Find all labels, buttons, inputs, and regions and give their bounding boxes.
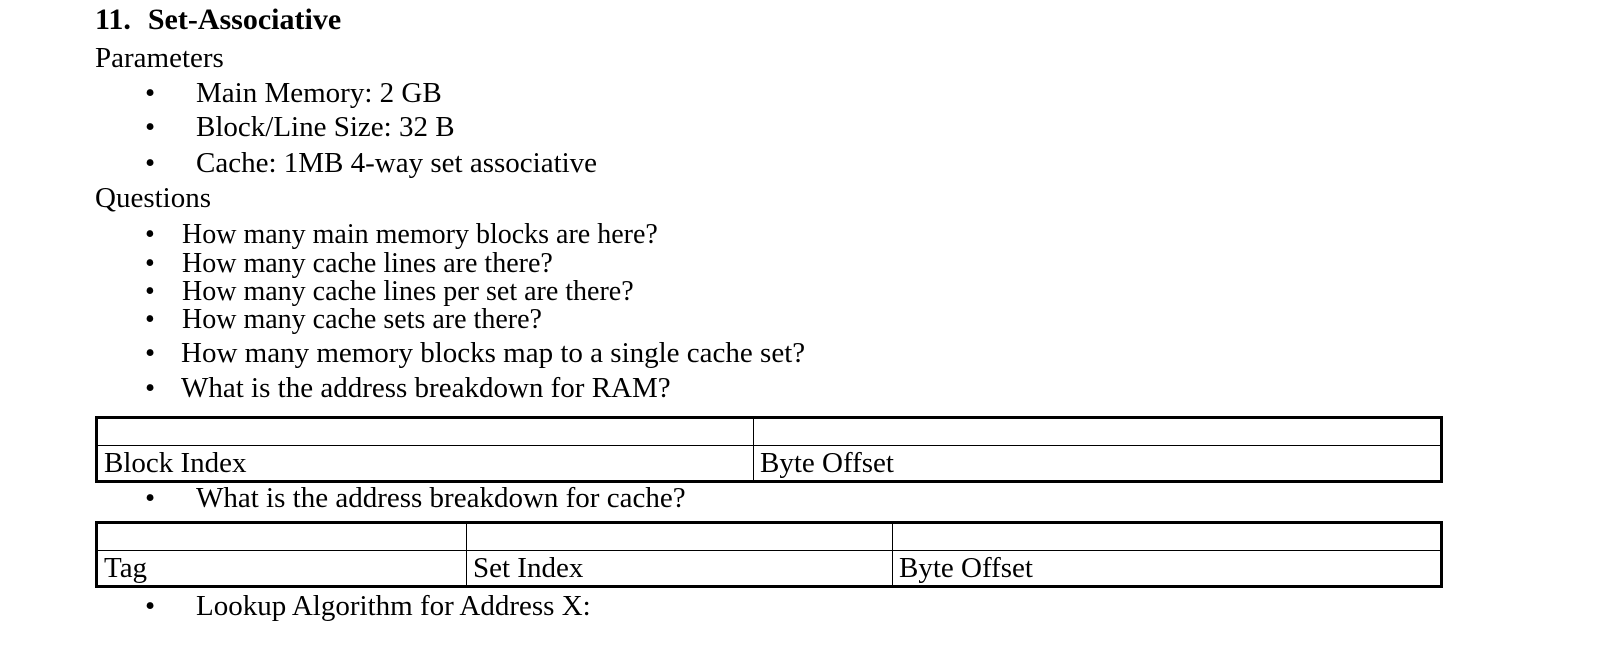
list-item-label: Block/Line Size: 32 B <box>196 111 455 143</box>
bullet-icon: • <box>145 111 156 143</box>
list-item-parameter-1: • Main Memory: 2 GB <box>145 76 442 110</box>
questions-label: Questions <box>95 182 211 214</box>
bullet-icon: • <box>145 147 156 179</box>
bullet-icon: • <box>145 77 156 109</box>
list-item-label: How many main memory blocks are here? <box>182 219 658 250</box>
section-number: 11. <box>95 3 131 36</box>
bullet-icon: • <box>145 590 156 622</box>
list-item-label: How many cache lines per set are there? <box>182 276 634 307</box>
bullet-icon: • <box>145 276 155 307</box>
cache-blank-cell-set-index[interactable] <box>466 522 893 551</box>
section-title-text: Set-Associative <box>147 3 342 36</box>
table-row: Block Index Byte Offset <box>96 445 1442 482</box>
bullet-icon: • <box>145 219 155 250</box>
list-item-label: How many cache sets are there? <box>182 304 542 335</box>
cache-blank-cell-byte-offset[interactable] <box>892 522 1442 551</box>
list-item-label: Lookup Algorithm for Address X: <box>196 590 591 622</box>
list-item-question-3: • How many cache lines per set are there… <box>145 278 634 306</box>
list-item-parameter-2: • Block/Line Size: 32 B <box>145 110 455 144</box>
cache-blank-cell-tag[interactable] <box>96 522 467 551</box>
page-title: 11. Set-Associative <box>95 2 341 38</box>
bullet-icon: • <box>145 248 155 279</box>
list-item-label: How many memory blocks map to a single c… <box>181 337 806 369</box>
table-row <box>96 522 1442 551</box>
list-item-question-6: • What is the address breakdown for RAM? <box>145 371 671 405</box>
list-item-parameter-3: • Cache: 1MB 4-way set associative <box>145 146 597 180</box>
list-item-label: How many cache lines are there? <box>182 248 553 279</box>
ram-label-block-index: Block Index <box>96 445 754 482</box>
bullet-icon: • <box>145 482 156 514</box>
list-item-label: Cache: 1MB 4-way set associative <box>196 147 598 179</box>
list-item-label: Main Memory: 2 GB <box>196 77 442 109</box>
bullet-icon: • <box>145 304 155 335</box>
list-item-question-2: • How many cache lines are there? <box>145 250 553 278</box>
ram-blank-cell-byte-offset[interactable] <box>753 417 1442 446</box>
cache-label-byte-offset: Byte Offset <box>892 550 1442 587</box>
list-item-question-5: • How many memory blocks map to a single… <box>145 336 805 370</box>
parameters-label: Parameters <box>95 42 224 74</box>
cache-label-tag: Tag <box>96 550 467 587</box>
ram-address-breakdown-table: Block Index Byte Offset <box>95 416 1443 483</box>
cache-label-set-index: Set Index <box>466 550 893 587</box>
list-item-question-4: • How many cache sets are there? <box>145 306 542 334</box>
ram-label-byte-offset: Byte Offset <box>753 445 1442 482</box>
list-item-question-1: • How many main memory blocks are here? <box>145 221 658 249</box>
list-item-label: What is the address breakdown for cache? <box>196 482 686 514</box>
list-item-cache-breakdown-question: • What is the address breakdown for cach… <box>145 481 686 515</box>
bullet-icon: • <box>145 372 156 404</box>
list-item-lookup-algorithm: • Lookup Algorithm for Address X: <box>145 589 591 623</box>
ram-blank-cell-block-index[interactable] <box>96 417 754 446</box>
bullet-icon: • <box>145 337 156 369</box>
cache-address-breakdown-table: Tag Set Index Byte Offset <box>95 521 1443 588</box>
table-row: Tag Set Index Byte Offset <box>96 550 1442 587</box>
list-item-label: What is the address breakdown for RAM? <box>181 372 671 404</box>
table-row <box>96 417 1442 446</box>
